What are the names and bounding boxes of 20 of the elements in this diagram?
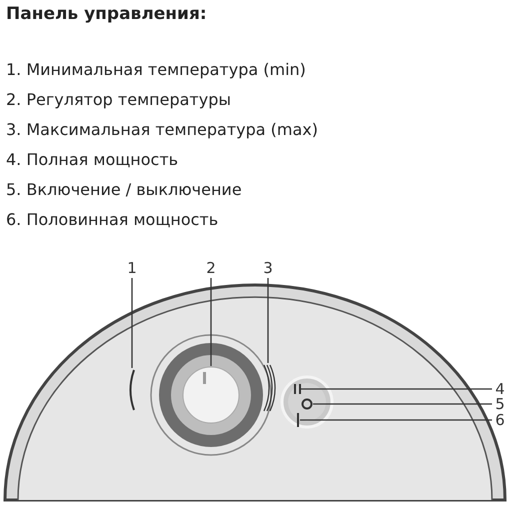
list-item: 4. Полная мощность	[6, 150, 178, 169]
leader-line	[313, 403, 492, 405]
power-symbol	[301, 398, 313, 410]
leader-line	[301, 388, 492, 390]
callout-number: 2	[203, 258, 219, 278]
knob	[182, 366, 240, 424]
full-power-mark	[294, 384, 301, 394]
list-item: 3. Максимальная температура (max)	[6, 120, 318, 139]
leader-line	[131, 278, 133, 368]
callout-number: 1	[124, 258, 140, 278]
list-item: 2. Регулятор температуры	[6, 90, 231, 109]
leader-line	[267, 278, 269, 363]
callout-number: 3	[260, 258, 276, 278]
half-power-mark	[296, 413, 300, 427]
leader-line	[300, 419, 492, 421]
list-item: 1. Минимальная температура (min)	[6, 60, 306, 79]
title: Панель управления:	[6, 4, 207, 24]
list-item: 6. Половинная мощность	[6, 210, 218, 229]
list-item: 5. Включение / выключение	[6, 180, 242, 199]
max-scale-arc	[262, 363, 274, 413]
